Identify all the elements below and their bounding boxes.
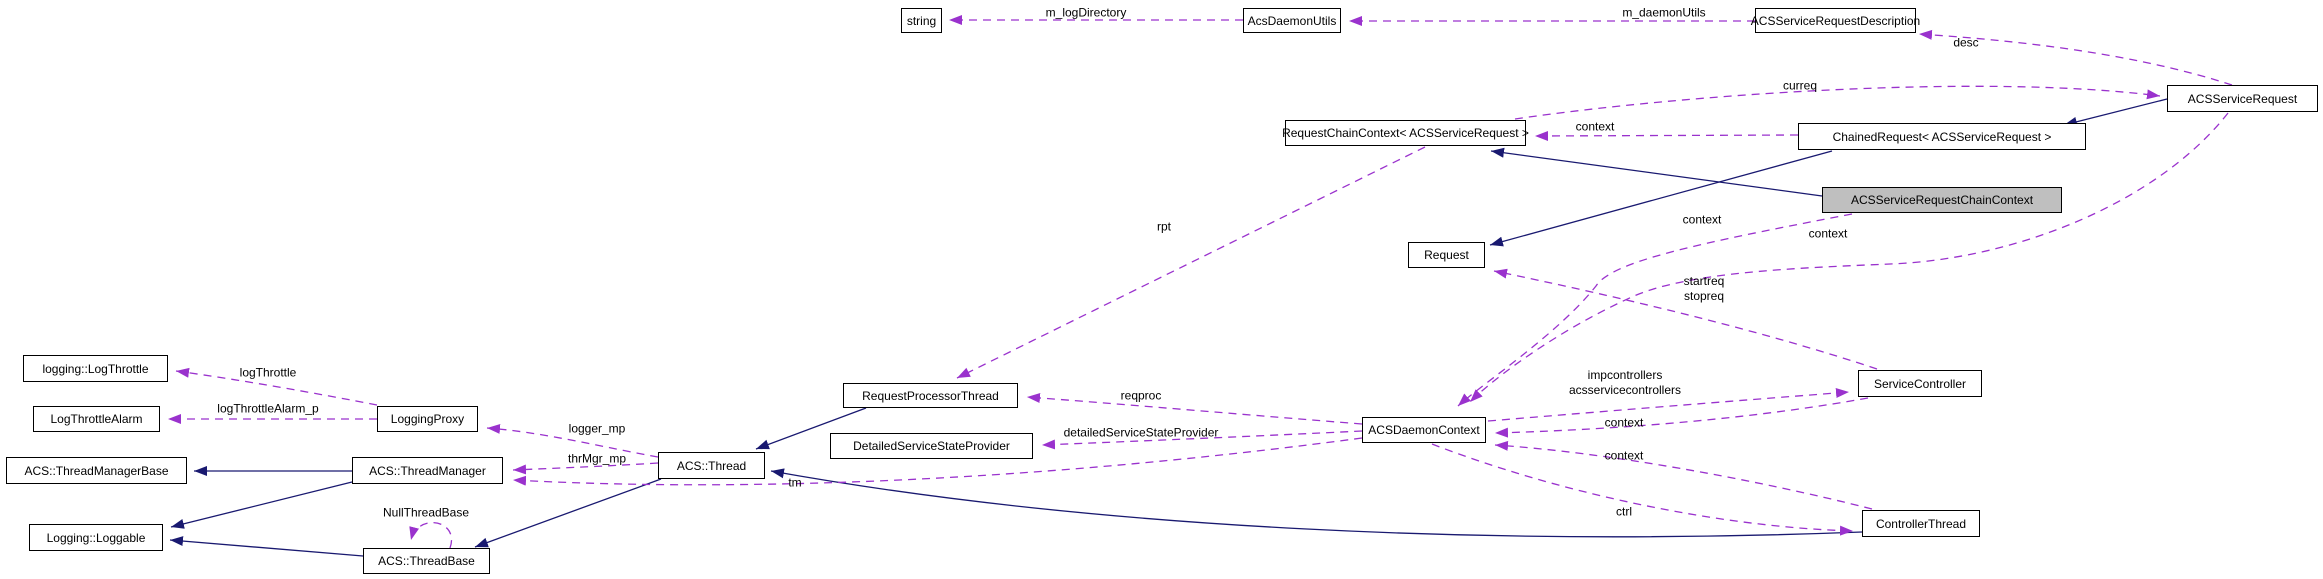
class-node-service-controller[interactable]: ServiceController bbox=[1858, 370, 1982, 397]
edge-null-thread-base-usage-arrow bbox=[409, 521, 453, 549]
edge-context-chaincontext-usage-arrow bbox=[1457, 213, 1853, 407]
edge-acsservicerequest-to-chainedrequest-inheritance-arrow bbox=[2063, 98, 2168, 127]
class-node-acs-thread-manager-base[interactable]: ACS::ThreadManagerBase bbox=[6, 457, 187, 484]
edge-label-context-chaincontext: context bbox=[1682, 212, 1722, 227]
edge-reqproc-usage-arrow bbox=[1026, 392, 1363, 425]
edge-impcontrollers-usage-arrow bbox=[1487, 388, 1850, 422]
edge-label-context-acsservicerequest: context bbox=[1808, 226, 1848, 241]
edge-label-thr-mgr-mp: thrMgr_mp bbox=[567, 451, 627, 466]
class-node-request-processor-thread[interactable]: RequestProcessorThread bbox=[843, 383, 1018, 408]
class-node-acs-daemon-utils[interactable]: AcsDaemonUtils bbox=[1243, 8, 1341, 33]
edge-label-m-log-directory: m_logDirectory bbox=[1045, 5, 1127, 20]
edge-label-detailed-service-state-provider-edge: detailedServiceStateProvider bbox=[1063, 425, 1219, 440]
edge-label-desc: desc bbox=[1953, 35, 1979, 50]
class-node-acs-thread[interactable]: ACS::Thread bbox=[658, 452, 765, 479]
edge-label-context-controllerthread: context bbox=[1604, 448, 1644, 463]
edge-label-log-throttle-alarm-p: logThrottleAlarm_p bbox=[217, 401, 319, 416]
edge-label-startreq-stopreq: startreq stopreq bbox=[1683, 274, 1725, 303]
class-node-logging-proxy[interactable]: LoggingProxy bbox=[377, 406, 478, 432]
edge-label-rpt: rpt bbox=[1156, 219, 1172, 234]
class-node-logging-log-throttle[interactable]: logging::LogThrottle bbox=[23, 355, 168, 382]
class-node-chained-request[interactable]: ChainedRequest< ACSServiceRequest > bbox=[1798, 123, 2086, 150]
edge-acsthread-to-threadbase-inheritance-arrow bbox=[474, 478, 662, 548]
class-node-acs-service-request-description[interactable]: ACSServiceRequestDescription bbox=[1751, 8, 1920, 33]
edge-context-servicecontroller-usage-arrow bbox=[1494, 397, 1869, 438]
edge-rpt-usage-arrow bbox=[956, 146, 1426, 379]
edge-controllerthread-to-acsthread-inheritance-arrow bbox=[770, 468, 1863, 538]
edge-label-reqproc: reqproc bbox=[1120, 388, 1162, 403]
class-node-acs-thread-base[interactable]: ACS::ThreadBase bbox=[363, 548, 490, 574]
edge-label-curreq: curreq bbox=[1782, 78, 1818, 93]
edge-log-throttle-usage-arrow bbox=[175, 367, 378, 406]
edge-chainedrequest-to-request-inheritance-arrow bbox=[1489, 150, 1833, 247]
edge-context-chainedrequest-usage-arrow bbox=[1534, 130, 1799, 141]
edge-threadbase-to-loggable-inheritance-arrow bbox=[169, 536, 364, 557]
edge-threadmanager-to-loggable-inheritance-arrow bbox=[170, 481, 353, 529]
edge-label-tm: tm bbox=[788, 475, 802, 490]
edge-label-null-thread-base: NullThreadBase bbox=[382, 505, 470, 520]
edge-label-logger-mp: logger_mp bbox=[568, 421, 626, 436]
class-node-acs-service-request-chain-context[interactable]: ACSServiceRequestChainContext bbox=[1822, 187, 2062, 213]
edge-label-ctrl: ctrl bbox=[1616, 504, 1632, 519]
class-node-logging-loggable[interactable]: Logging::Loggable bbox=[29, 524, 163, 551]
edge-thr-mgr-mp-usage-arrow bbox=[512, 462, 659, 475]
edge-requestprocessorthread-to-acsthread-inheritance-arrow bbox=[755, 407, 867, 450]
class-node-controller-thread[interactable]: ControllerThread bbox=[1862, 510, 1980, 537]
edge-detailed-service-state-provider-edge-usage-arrow bbox=[1041, 430, 1363, 450]
class-node-string[interactable]: string bbox=[901, 8, 942, 33]
class-node-acs-thread-manager[interactable]: ACS::ThreadManager bbox=[352, 457, 503, 484]
class-node-log-throttle-alarm[interactable]: LogThrottleAlarm bbox=[33, 406, 160, 432]
edge-label-log-throttle: logThrottle bbox=[239, 365, 297, 380]
edge-context-controllerthread-usage-arrow bbox=[1494, 440, 1873, 510]
class-node-request[interactable]: Request bbox=[1408, 242, 1485, 268]
edge-label-impcontrollers: impcontrollers acsservicecontrollers bbox=[1568, 368, 1682, 397]
edge-desc-usage-arrow bbox=[1918, 29, 2233, 86]
edge-startreq-stopreq-usage-arrow bbox=[1493, 268, 1878, 370]
edge-logger-mp-usage-arrow bbox=[486, 423, 659, 458]
edge-label-m-daemon-utils: m_daemonUtils bbox=[1622, 5, 1706, 20]
edge-context-acsservicerequest-usage-arrow bbox=[1469, 112, 2229, 403]
edge-ctrl-usage-arrow bbox=[1431, 443, 1854, 536]
class-node-detailed-service-state-provider[interactable]: DetailedServiceStateProvider bbox=[830, 433, 1033, 459]
class-node-acs-daemon-context[interactable]: ACSDaemonContext bbox=[1362, 417, 1486, 443]
class-node-acs-service-request[interactable]: ACSServiceRequest bbox=[2167, 85, 2318, 112]
edge-label-context-chainedrequest: context bbox=[1575, 119, 1615, 134]
edge-curreq-usage-arrow bbox=[1514, 85, 2161, 120]
edge-acsservicerequestchaincontext-to-requestchaincontext-inheritance-arrow bbox=[1490, 147, 1823, 197]
edge-tm-usage-arrow bbox=[512, 437, 1363, 486]
edge-label-context-servicecontroller: context bbox=[1604, 415, 1644, 430]
class-node-request-chain-context[interactable]: RequestChainContext< ACSServiceRequest > bbox=[1282, 120, 1529, 146]
